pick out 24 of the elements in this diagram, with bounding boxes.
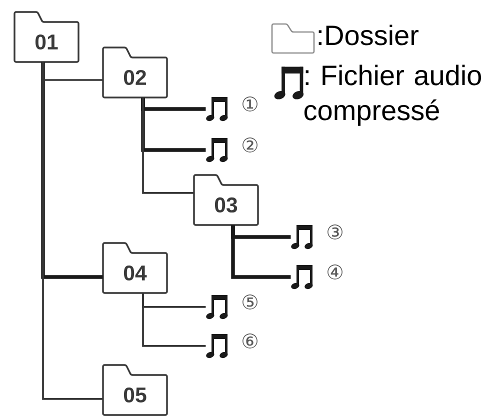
circled-number: ② [242,138,258,152]
folder: 04 [102,242,168,294]
music-note-icon [206,334,228,358]
circled-number: ⑥ [242,334,258,348]
circled-number: ① [242,96,258,112]
tree-line [142,98,194,194]
tree-line [142,293,206,347]
legend-text: : Fichier audio compressé [304,64,481,126]
tree-line [141,98,206,152]
music-note-icon [291,265,313,290]
folder: 01 [14,11,80,63]
circled-number: ④ [328,264,342,280]
tree-line [231,225,291,279]
music-note-icon [206,295,228,320]
tree-line [41,62,103,279]
folder: 02 [102,46,168,98]
legend-text: :Dossier [318,24,418,46]
circled-number: ③ [328,224,342,240]
music-note-icon [206,138,228,162]
folder: 03 [193,174,259,226]
music-note-icon [291,225,313,250]
folder: 05 [102,364,168,416]
circled-number: ⑤ [242,294,258,310]
music-note-icon [206,97,228,122]
